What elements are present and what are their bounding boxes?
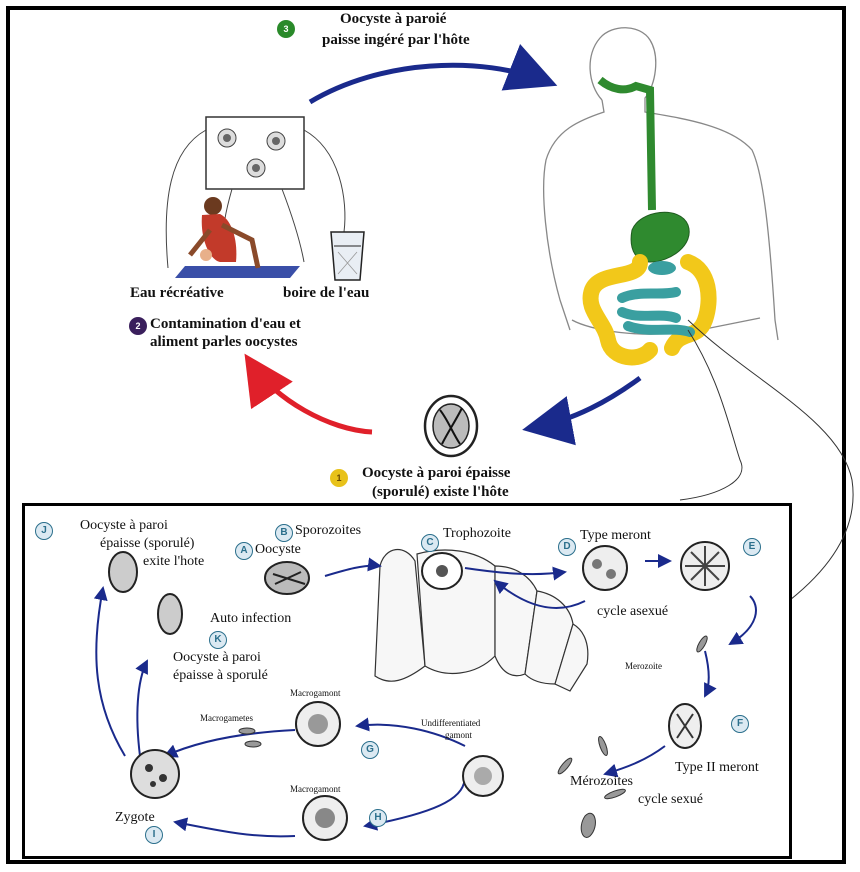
zygote-cell — [131, 750, 179, 798]
zoom-line-2 — [680, 330, 742, 500]
arrow-ingestion — [310, 65, 548, 102]
tag-j: J — [35, 522, 53, 540]
label-j-line-3: exite l'hote — [143, 554, 204, 570]
macrogamont-bottom-cell — [303, 796, 347, 840]
tag-d: D — [558, 538, 576, 556]
tag-b: B — [275, 524, 293, 542]
meront-ii-cell — [669, 704, 701, 748]
oocyst-large-icon — [425, 396, 477, 456]
step-3-line-1: Oocyste à paroié — [340, 11, 446, 28]
tag-a: A — [235, 542, 253, 560]
step-2-badge: 2 — [129, 317, 147, 335]
tag-k: K — [209, 631, 227, 649]
tag-f: F — [731, 715, 749, 733]
meront-e-cell — [681, 542, 729, 590]
step-1-badge: 1 — [330, 469, 348, 487]
label-macrogamont-top: Macrogamont — [290, 688, 340, 698]
label-merozoite: Merozoite — [625, 661, 662, 671]
step-2-line-2: aliment parles oocystes — [150, 334, 297, 351]
label-zygote: Zygote — [115, 810, 155, 826]
label-undifferentiated-line-2: gamont — [445, 730, 472, 740]
meront-d-cell — [583, 546, 627, 590]
step-1-line-1: Oocyste à paroi épaisse — [362, 465, 510, 482]
tag-h: H — [369, 809, 387, 827]
step-2-line-1: Contamination d'eau et — [150, 316, 301, 333]
step-1-line-2: (sporulé) existe l'hôte — [372, 484, 509, 501]
trophozoite-cell — [422, 553, 462, 589]
label-macrogamont-bottom: Macrogamont — [290, 784, 340, 794]
undifferentiated-gamont-cell — [463, 756, 503, 796]
label-sporozoites: Sporozoites — [295, 523, 361, 539]
label-j-line-1: Oocyste à paroi — [80, 518, 168, 534]
oocyst-cell-a — [265, 562, 309, 594]
digestive-tract-icon — [591, 80, 709, 357]
arrow-excretion — [532, 378, 640, 428]
macrogamont-top-cell — [296, 702, 340, 746]
label-cycle-sexue: cycle sexué — [638, 792, 703, 808]
oocyst-cell-auto — [158, 594, 182, 634]
oocyst-cell-j — [109, 552, 137, 592]
label-cycle-asexue: cycle asexué — [597, 604, 668, 620]
arrow-contamination — [250, 362, 372, 432]
step-3-line-2: paisse ingéré par l'hôte — [322, 32, 470, 49]
step-3-badge: 3 — [277, 20, 295, 38]
macrogametes-shapes — [239, 728, 261, 747]
label-k-line-1: Oocyste à paroi — [173, 650, 261, 666]
tag-g: G — [361, 741, 379, 759]
label-type-meront: Type meront — [580, 528, 651, 544]
label-recreational-water: Eau récréative — [130, 285, 224, 302]
parasite-cycle-panel: J A B C D E F G H I K Oocyste à paroi ép… — [22, 503, 792, 859]
cycle-illustration — [25, 506, 795, 862]
label-merozoites: Mérozoites — [570, 774, 633, 790]
label-type-ii-meront: Type II meront — [675, 760, 759, 776]
tag-i: I — [145, 826, 163, 844]
glass-icon — [331, 232, 364, 280]
label-drinking-water: boire de l'eau — [283, 285, 369, 302]
recreational-water-icon — [175, 197, 300, 278]
label-k-line-2: épaisse à sporulé — [173, 668, 268, 684]
label-auto-infection: Auto infection — [210, 611, 291, 627]
label-j-line-2: épaisse (sporulé) — [100, 536, 194, 552]
label-undifferentiated-line-1: Undifferentiated — [421, 718, 480, 728]
tag-c: C — [421, 534, 439, 552]
label-trophozoite: Trophozoite — [443, 526, 511, 542]
tag-e: E — [743, 538, 761, 556]
label-oocyste: Oocyste — [255, 542, 301, 558]
label-macrogametes: Macrogametes — [200, 713, 253, 723]
